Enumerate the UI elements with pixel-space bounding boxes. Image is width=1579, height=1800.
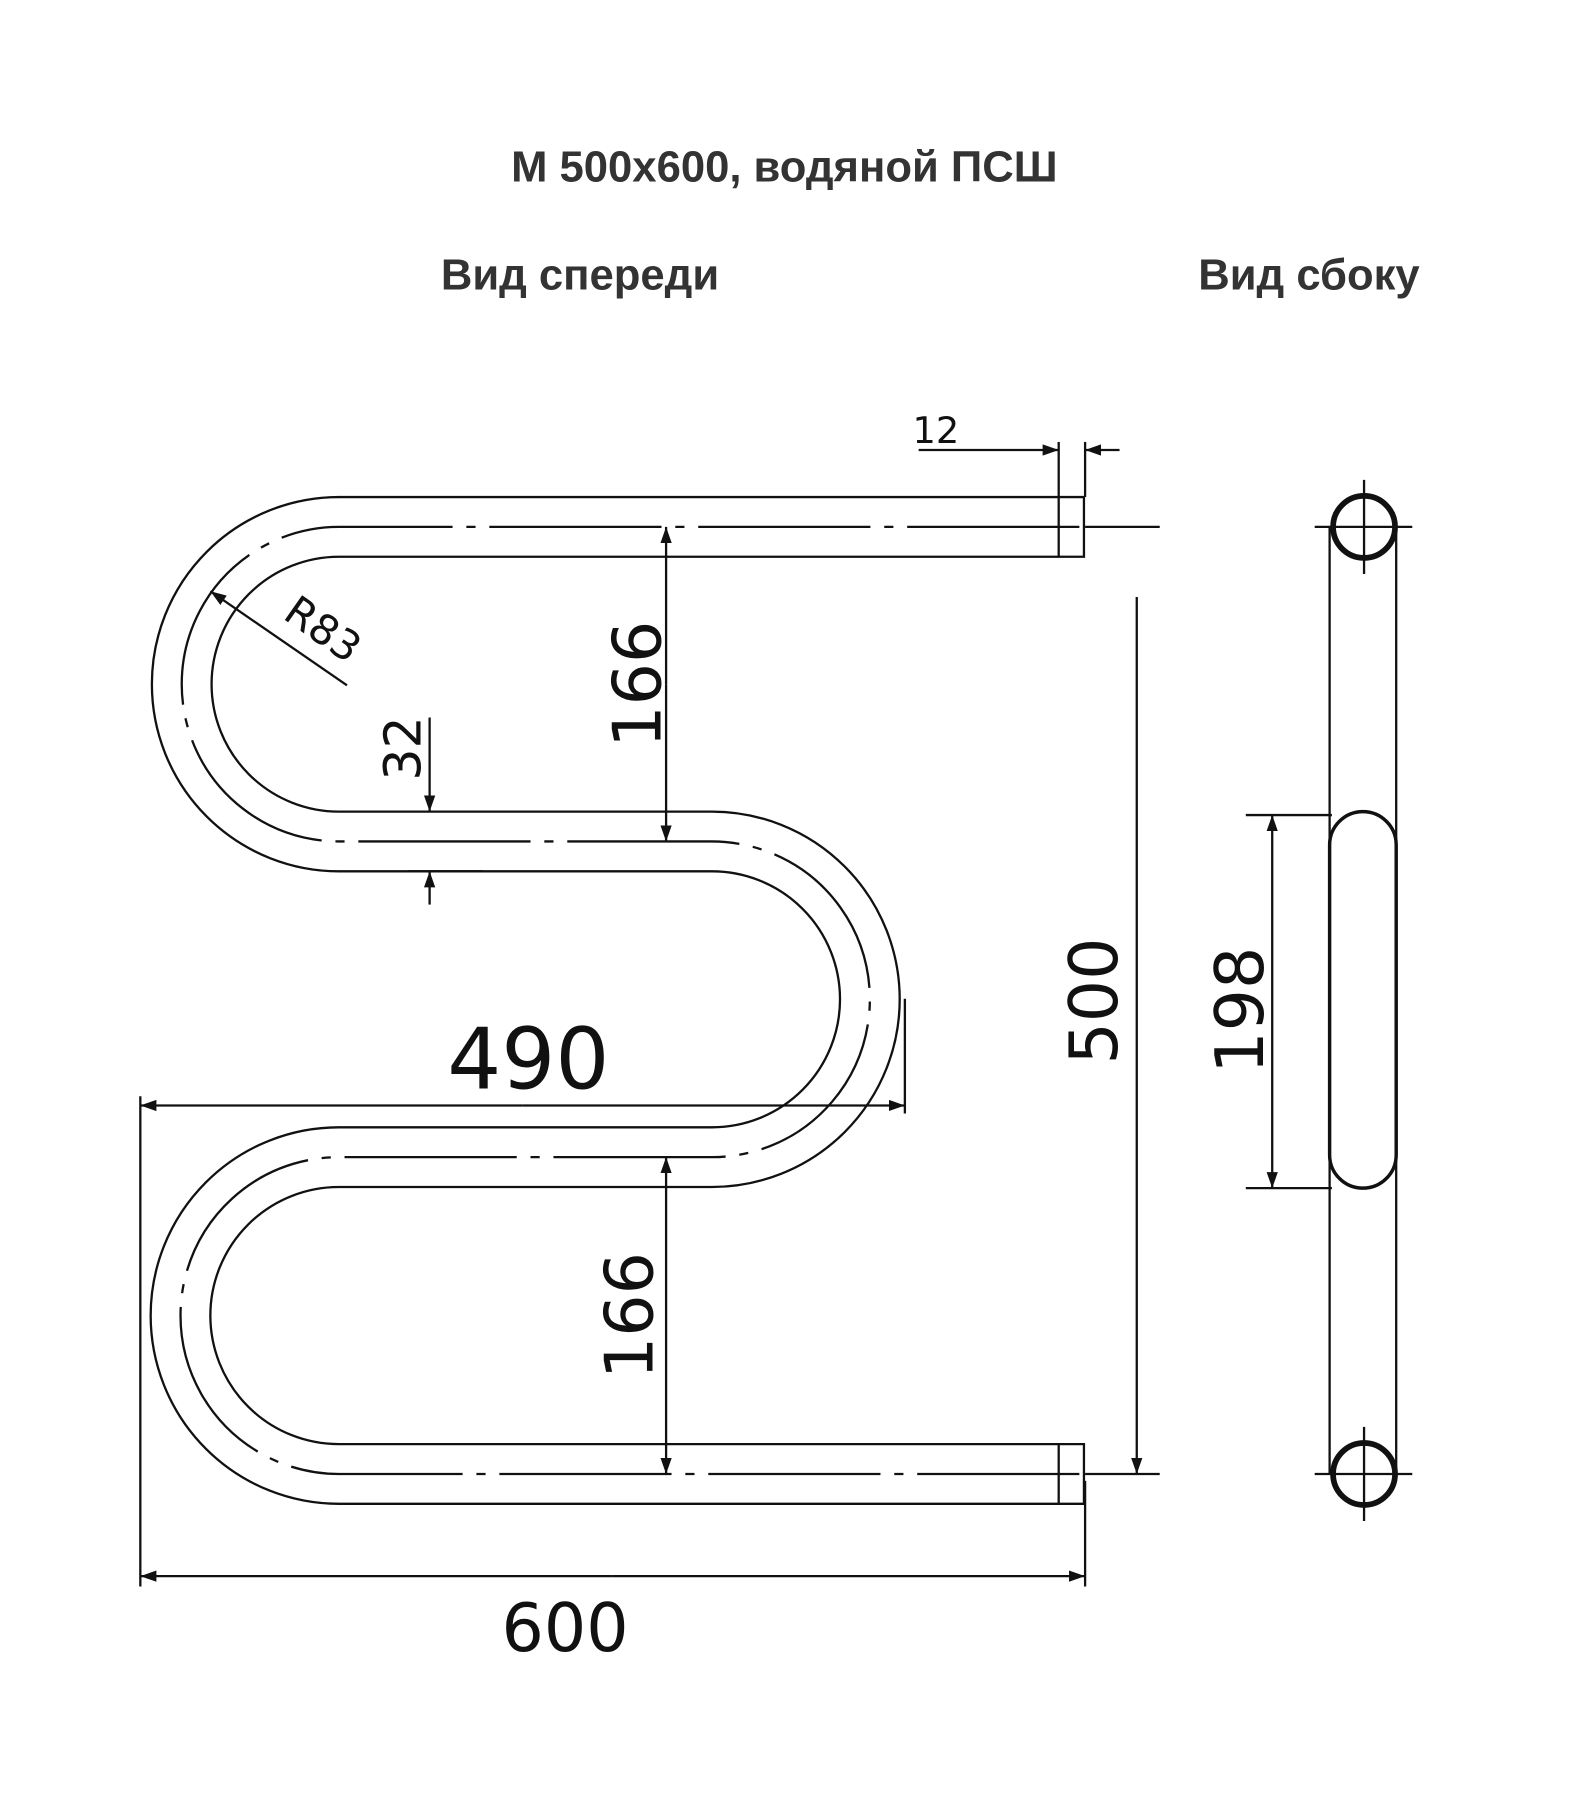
dimension-total-width: 600 xyxy=(140,1480,1087,1667)
dim-top-gap-label: 166 xyxy=(598,621,676,748)
dim-inner-width-label: 490 xyxy=(447,1010,609,1109)
dimension-top-gap: 166 xyxy=(598,526,676,842)
dim-side-depth-label: 198 xyxy=(1201,947,1279,1074)
dimension-height: 500 xyxy=(1055,525,1160,1476)
front-view-label: Вид спереди xyxy=(441,251,719,299)
side-view: 198 xyxy=(1201,479,1413,1522)
dim-radius-label: R83 xyxy=(276,586,370,672)
towel-rail-tube xyxy=(149,495,1086,1505)
dimension-end-cap: 12 xyxy=(912,409,1120,498)
dimension-bottom-gap: 166 xyxy=(590,1157,672,1474)
dim-total-width-label: 600 xyxy=(502,1589,629,1667)
dim-end-cap-label: 12 xyxy=(912,409,959,452)
side-bend-outline xyxy=(1327,809,1398,1190)
dim-height-label: 500 xyxy=(1055,937,1133,1064)
dimension-inner-width: 490 xyxy=(139,998,907,1587)
dim-tube-diameter-label: 32 xyxy=(373,716,432,780)
dim-bottom-gap-label: 166 xyxy=(590,1252,668,1379)
side-view-label: Вид сбоку xyxy=(1198,251,1420,299)
drawing-title: М 500х600, водяной ПСШ xyxy=(511,143,1057,191)
dimension-tube-diameter: 32 xyxy=(373,716,483,905)
